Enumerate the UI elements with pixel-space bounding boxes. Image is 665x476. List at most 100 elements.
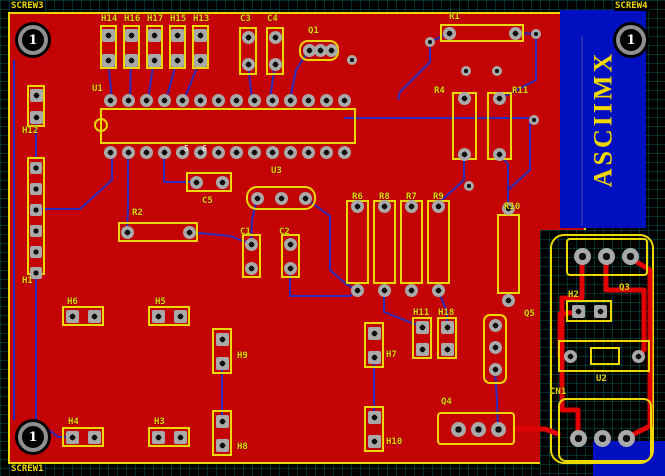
pad-h15[interactable] [170,28,184,42]
component-c4[interactable] [266,27,284,75]
pad-r7[interactable] [404,283,418,297]
component-h4[interactable] [62,427,104,447]
pad-c3[interactable] [241,57,255,71]
pad-u1[interactable] [265,145,279,159]
pad-r4[interactable] [457,147,471,161]
component-c1[interactable] [242,234,261,278]
pad-u1[interactable] [247,145,261,159]
pad-u1[interactable] [283,93,297,107]
pad-cn1[interactable] [617,429,635,447]
pad-u1[interactable] [103,93,117,107]
component-c3[interactable] [239,27,257,75]
pad-h1[interactable] [30,246,42,258]
component-h7[interactable] [364,322,384,368]
component-h17[interactable] [146,25,163,69]
pad-h15[interactable] [170,53,184,67]
pad-h1[interactable] [30,162,42,174]
pad-r2[interactable] [182,225,196,239]
component-h11[interactable] [412,317,432,359]
pad-u1[interactable] [319,145,333,159]
pad-h16[interactable] [124,53,138,67]
pad-h13[interactable] [193,28,207,42]
pad-r11[interactable] [492,91,506,105]
pad-u1[interactable] [139,93,153,107]
pad-c1[interactable] [244,237,258,251]
pad-h7[interactable] [367,326,381,340]
via[interactable] [531,29,541,39]
pad-h1[interactable] [30,225,42,237]
pad-u1[interactable] [229,145,243,159]
pad-cn1[interactable] [569,429,587,447]
pad-h11[interactable] [415,342,429,356]
pad-h1[interactable] [30,204,42,216]
component-r2[interactable] [118,222,198,242]
pad-u1[interactable] [319,93,333,107]
mount-hole[interactable]: 1 [616,25,646,55]
pad-c2[interactable] [283,261,297,275]
pad-h10[interactable] [367,434,381,448]
component-r10[interactable] [497,214,520,294]
pad-h14[interactable] [101,28,115,42]
pad-q3[interactable] [621,247,639,265]
component-h13[interactable] [192,25,209,69]
component-r9[interactable] [427,200,450,284]
pad-r9[interactable] [431,283,445,297]
pad-u1[interactable] [193,145,207,159]
component-h12[interactable] [27,85,45,127]
pad-r1[interactable] [508,26,522,40]
pad-h13[interactable] [193,53,207,67]
pad-h1[interactable] [30,183,42,195]
pad-h9[interactable] [215,356,229,370]
pad-r9[interactable] [431,199,445,213]
pad-h6[interactable] [65,309,79,323]
component-h5[interactable] [148,306,190,326]
pad-c1[interactable] [244,261,258,275]
pad-u1[interactable] [229,93,243,107]
pad-h10[interactable] [367,410,381,424]
pad-q5[interactable] [488,362,502,376]
component-r1[interactable] [440,24,524,42]
mount-hole[interactable]: 1 [18,25,48,55]
pad-c4[interactable] [268,30,282,44]
pad-u1[interactable] [157,145,171,159]
via[interactable] [347,55,357,65]
pad-c5[interactable] [189,175,203,189]
pad-h7[interactable] [367,350,381,364]
pad-u1[interactable] [121,93,135,107]
pad-u1[interactable] [175,145,189,159]
component-c2[interactable] [281,234,300,278]
component-u3[interactable] [246,186,316,210]
component-u1[interactable] [100,108,356,144]
pad-u1[interactable] [301,145,315,159]
pad-u1[interactable] [211,145,225,159]
pad-u3[interactable] [298,191,312,205]
pad-h17[interactable] [147,53,161,67]
pad-u2[interactable] [631,349,645,363]
pad-h14[interactable] [101,53,115,67]
component-h14[interactable] [100,25,117,69]
pad-h3[interactable] [151,430,165,444]
pad-h3[interactable] [173,430,187,444]
component-q3[interactable] [566,238,648,276]
component-h3[interactable] [148,427,190,447]
pad-h5[interactable] [151,309,165,323]
pad-r6[interactable] [350,199,364,213]
pad-h12[interactable] [29,88,43,102]
via[interactable] [492,66,502,76]
pad-q1[interactable] [302,43,316,57]
pad-cn1[interactable] [593,429,611,447]
component-h15[interactable] [169,25,186,69]
component-u2[interactable] [558,340,650,372]
pad-u3[interactable] [274,191,288,205]
via[interactable] [425,37,435,47]
pad-h18[interactable] [440,320,454,334]
pad-r10[interactable] [501,201,515,215]
pad-q1[interactable] [313,43,327,57]
pad-h2[interactable] [593,304,607,318]
pad-u3[interactable] [250,191,264,205]
pad-q4[interactable] [450,421,466,437]
pad-u1[interactable] [301,93,315,107]
component-q1[interactable] [299,40,339,61]
pad-r7[interactable] [404,199,418,213]
pad-q1[interactable] [324,43,338,57]
